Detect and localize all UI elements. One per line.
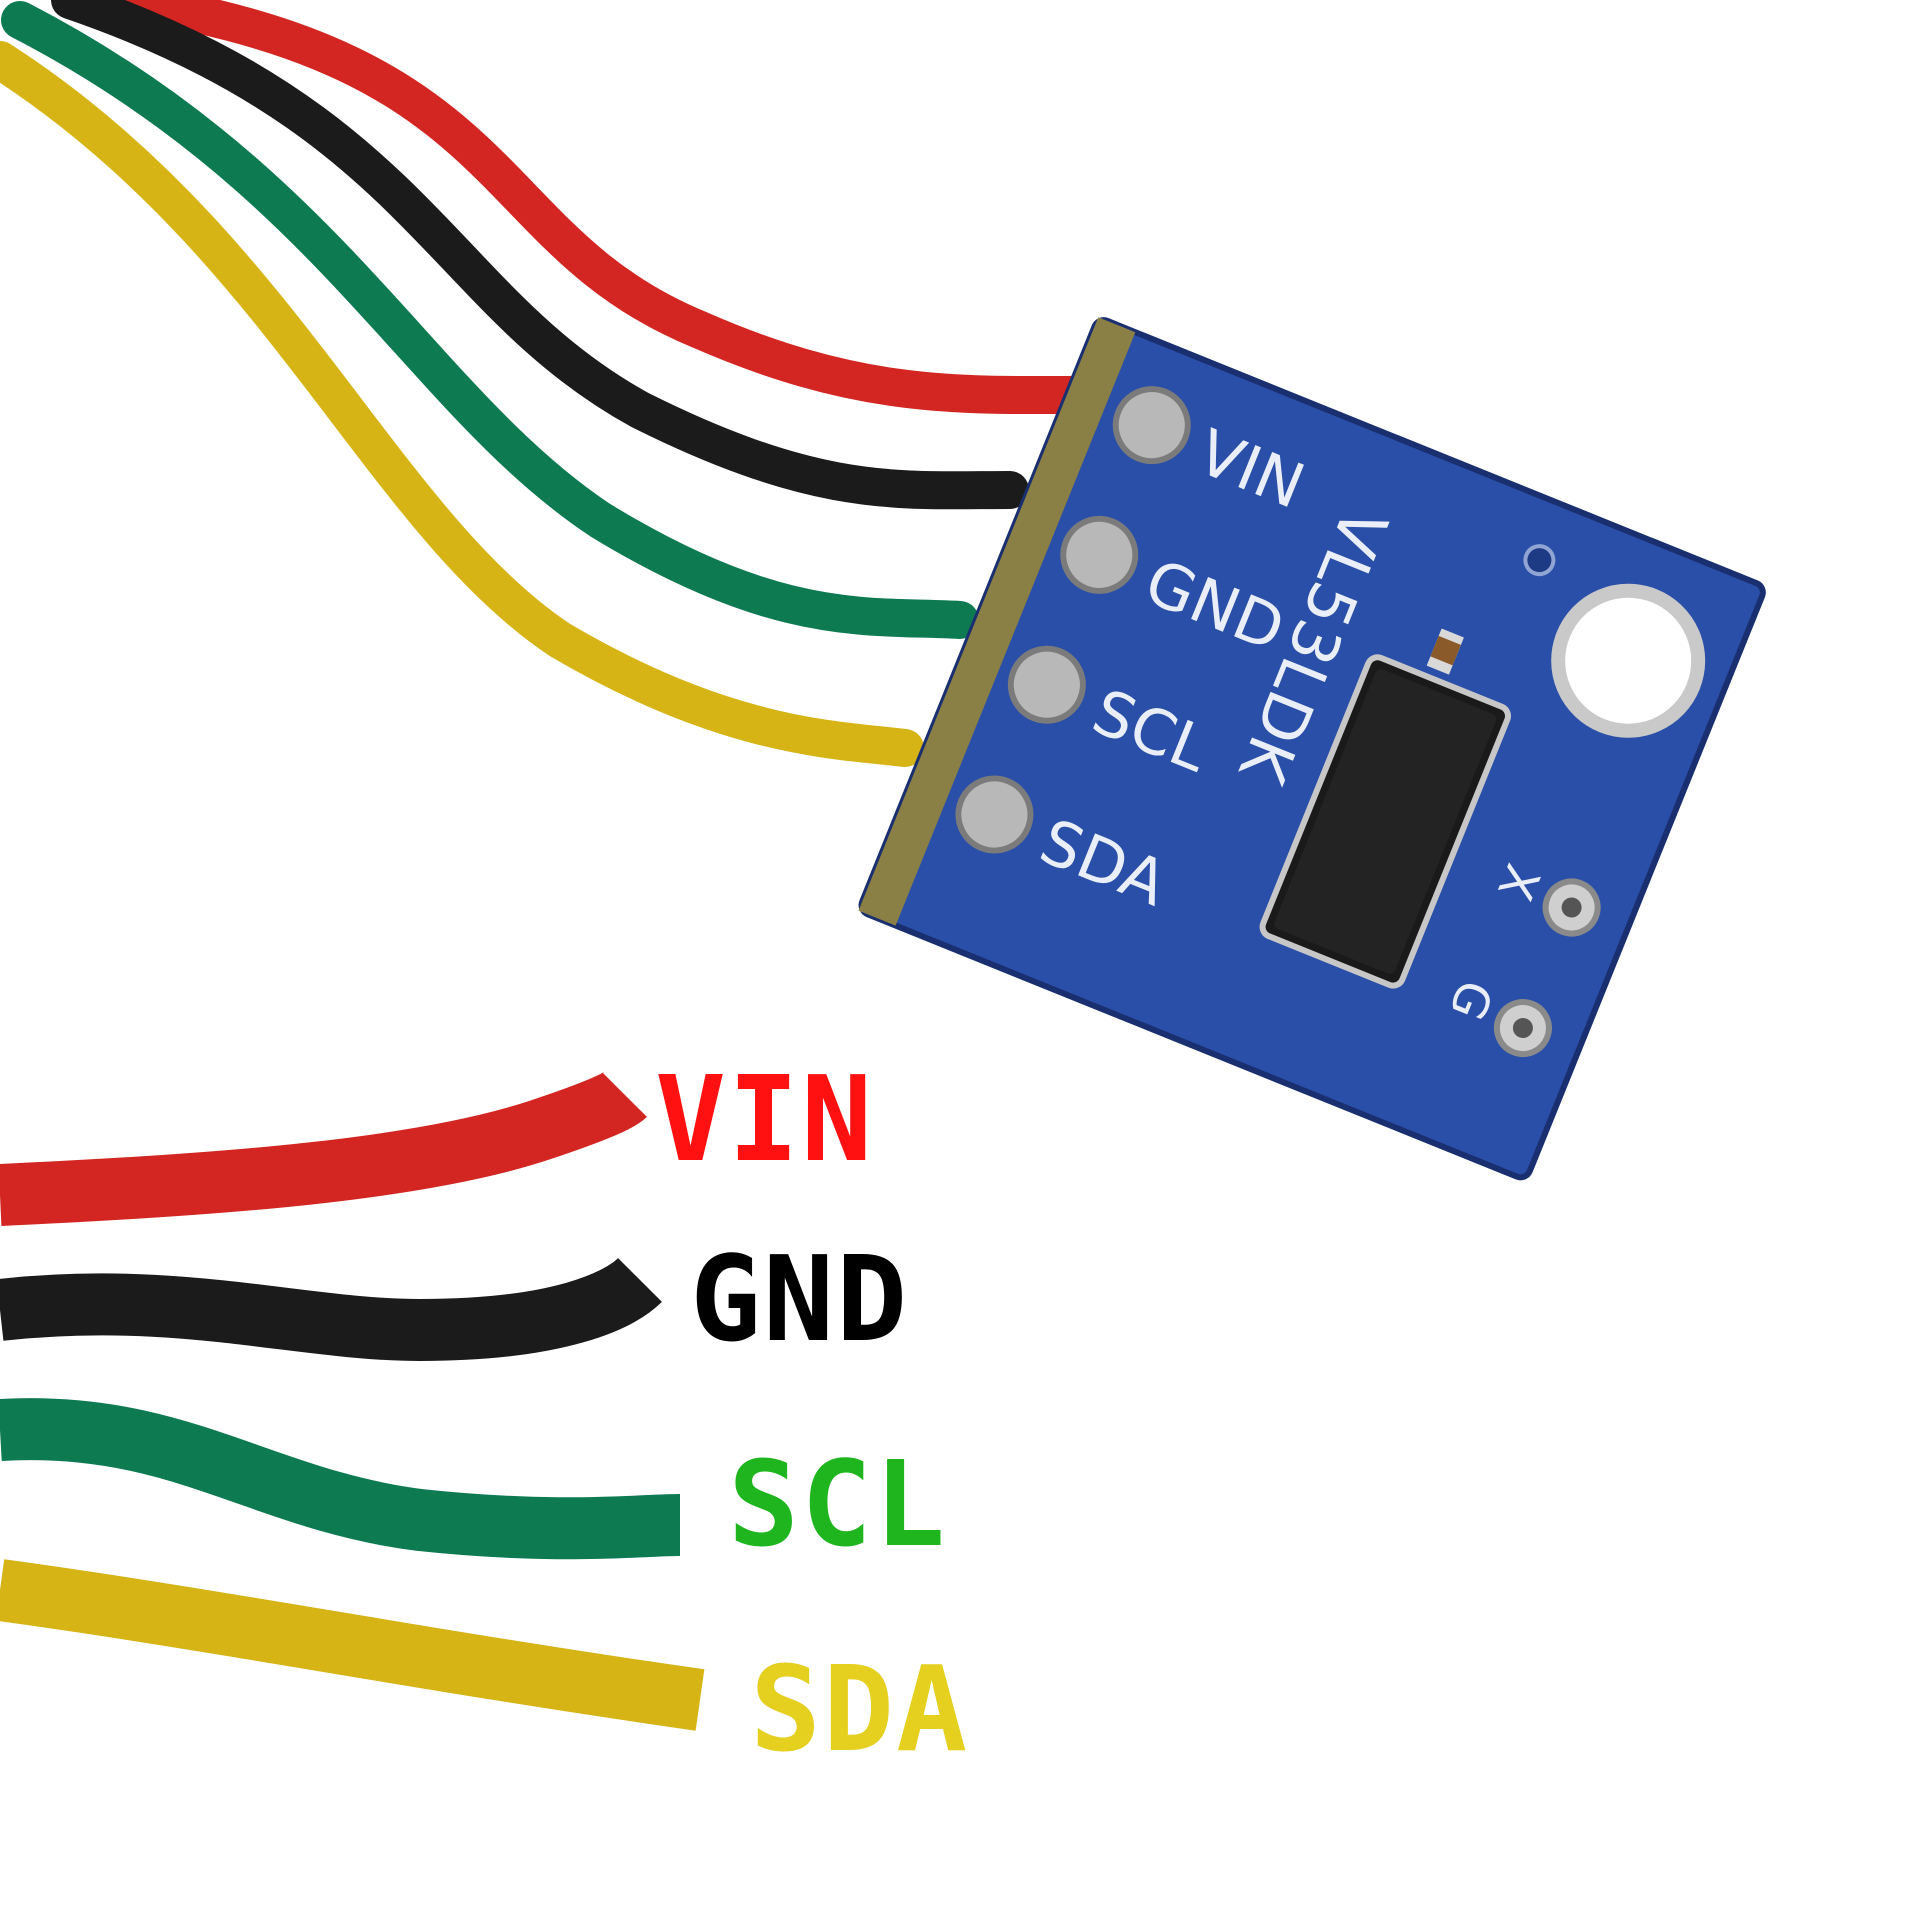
header-pins [955, 386, 1191, 854]
upper-wire-green [1, 1, 979, 639]
pin-scl-pad [1007, 645, 1086, 724]
upper-wire-black [51, 0, 1029, 510]
upper-wire-red [101, 0, 1099, 415]
pin-gnd-pad [1060, 515, 1139, 594]
label-gnd: GND [690, 1230, 910, 1368]
pin-sda-pad [955, 775, 1034, 854]
upper-wire-yellow [0, 41, 924, 767]
mounting-hole [1551, 583, 1706, 738]
sensor-board: VIN GND SCL SDA VL53LDK X G [858, 317, 1766, 1181]
lower-wires [0, 1070, 705, 1731]
label-sda: SDA [750, 1640, 970, 1778]
lower-wire-red [0, 1070, 647, 1226]
lower-wire-yellow [0, 1559, 705, 1731]
upper-wires [0, 0, 1099, 767]
pin-vin-pad [1112, 386, 1191, 465]
label-scl: SCL [728, 1435, 948, 1573]
label-vin: VIN [655, 1050, 875, 1188]
lower-wire-black [0, 1257, 662, 1362]
lower-wire-green [0, 1398, 681, 1560]
